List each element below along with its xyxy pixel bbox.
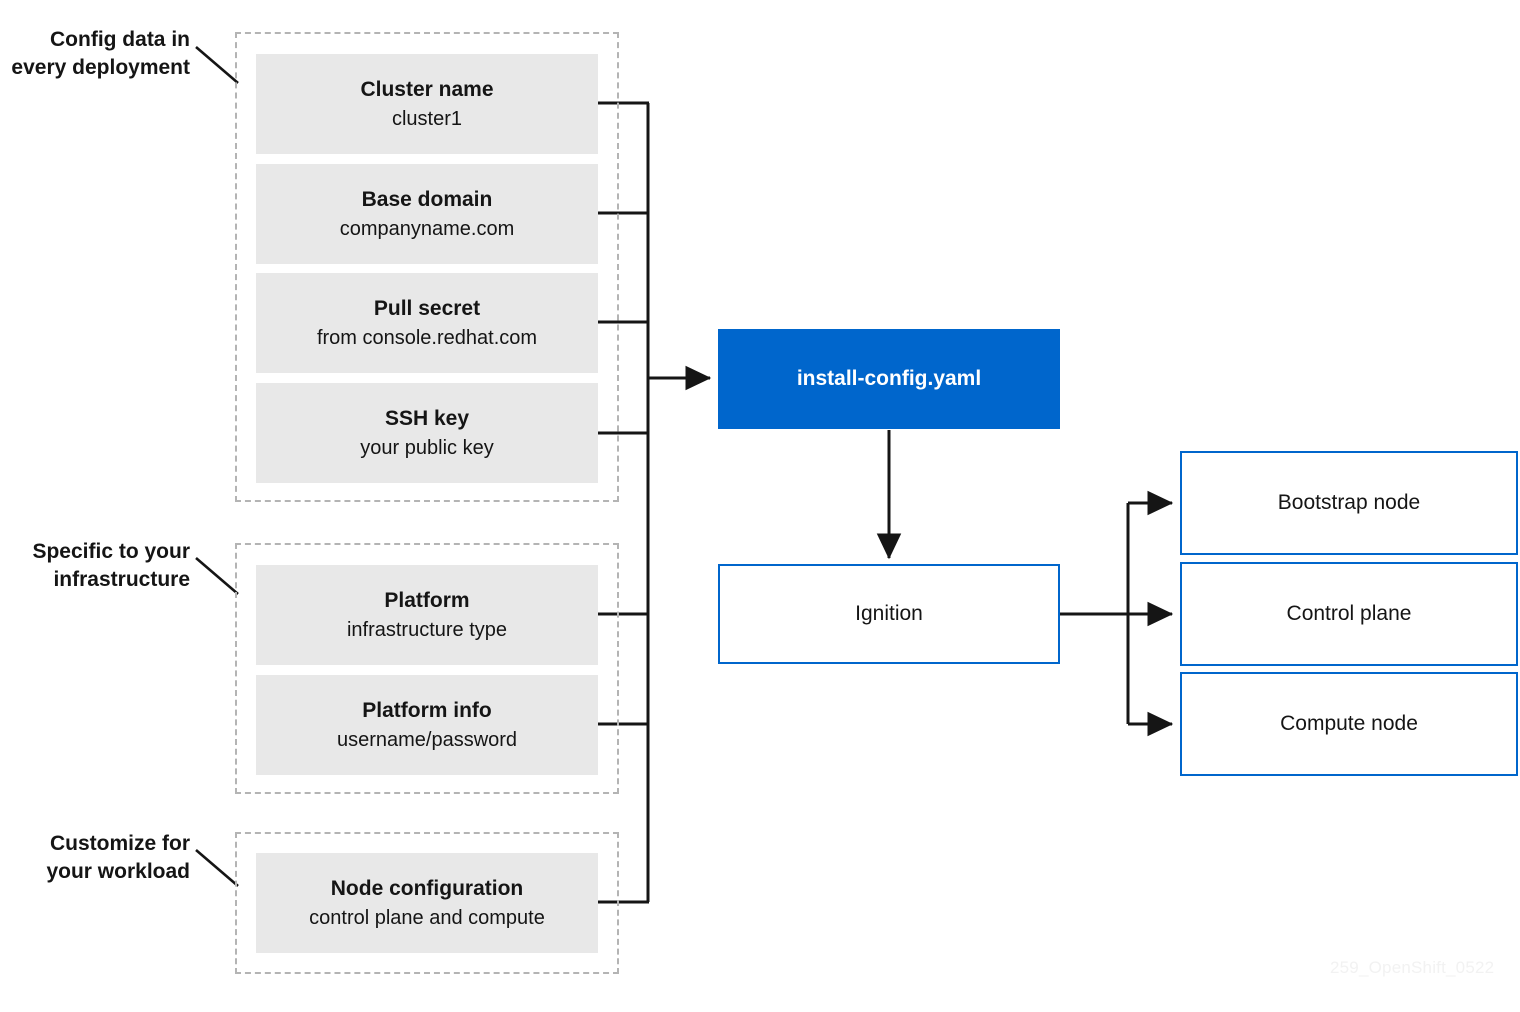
card-subtitle: companyname.com: [339, 218, 515, 241]
node-compute-node[interactable]: Compute node: [1180, 672, 1518, 776]
config-data-group: [235, 32, 619, 502]
card-subtitle: username/password: [336, 729, 518, 752]
card-title: SSH key: [384, 406, 470, 430]
callout-infrastructure: Specific to your infrastructure: [32, 540, 190, 591]
card-subtitle: cluster1: [391, 108, 463, 131]
callout-workload: Customize for your workload: [46, 832, 190, 883]
node-label: Bootstrap node: [1277, 491, 1421, 514]
node-ignition[interactable]: Ignition: [718, 564, 1060, 664]
node-label: Compute node: [1280, 712, 1418, 735]
node-label: Control plane: [1286, 602, 1412, 625]
node-control-plane[interactable]: Control plane: [1180, 562, 1518, 666]
workload-group: [235, 832, 619, 974]
card-subtitle: infrastructure type: [346, 619, 508, 642]
card-subtitle: your public key: [360, 437, 494, 460]
node-label: install-config.yaml: [796, 367, 982, 390]
watermark-label: 259_OpenShift_0522: [1330, 958, 1495, 977]
card-title: Platform: [384, 588, 470, 612]
card-subtitle: control plane and compute: [309, 907, 545, 930]
card-title: Node configuration: [330, 876, 524, 900]
card-platform-info[interactable]: Platform info username/password: [256, 675, 598, 775]
card-ssh-key[interactable]: SSH key your public key: [256, 383, 598, 483]
card-subtitle: from console.redhat.com: [316, 327, 538, 350]
callout-config-data: Config data in every deployment: [11, 28, 190, 79]
card-title: Platform info: [362, 698, 492, 722]
node-label: Ignition: [855, 602, 923, 625]
node-install-config-yaml[interactable]: install-config.yaml: [718, 329, 1060, 429]
card-base-domain[interactable]: Base domain companyname.com: [256, 164, 598, 264]
card-cluster-name[interactable]: Cluster name cluster1: [256, 54, 598, 154]
card-node-configuration[interactable]: Node configuration control plane and com…: [256, 853, 598, 953]
card-title: Cluster name: [360, 77, 494, 101]
node-bootstrap-node[interactable]: Bootstrap node: [1180, 451, 1518, 555]
card-pull-secret[interactable]: Pull secret from console.redhat.com: [256, 273, 598, 373]
card-title: Base domain: [361, 187, 493, 211]
card-title: Pull secret: [373, 296, 481, 320]
card-platform[interactable]: Platform infrastructure type: [256, 565, 598, 665]
infrastructure-group: [235, 543, 619, 794]
